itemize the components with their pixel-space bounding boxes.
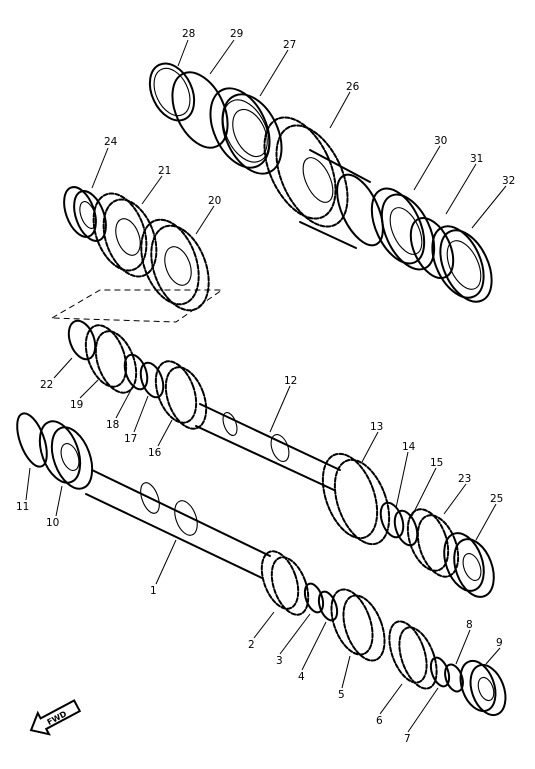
callout-2: 2 <box>248 639 255 651</box>
callout-5: 5 <box>338 689 345 701</box>
gear-23 <box>406 508 460 578</box>
callout-25: 25 <box>490 493 503 505</box>
callout-30: 30 <box>434 135 447 147</box>
callout-16: 16 <box>148 447 162 459</box>
callout-1: 1 <box>150 585 157 597</box>
washer-3 <box>303 582 325 614</box>
circlip-22 <box>67 319 97 361</box>
circlip-29 <box>171 71 229 149</box>
drive-axle-1 <box>85 469 271 579</box>
callout-23: 23 <box>458 473 471 485</box>
washer-14 <box>379 501 405 539</box>
gear-6 <box>388 620 438 690</box>
bushing-18 <box>123 353 149 391</box>
callout-28: 28 <box>182 28 195 40</box>
washer-17 <box>139 361 165 399</box>
callout-3: 3 <box>276 655 283 667</box>
gear-16 <box>154 360 208 430</box>
circlip-4 <box>317 590 339 622</box>
callout-4: 4 <box>298 671 305 683</box>
seal-32 <box>431 225 493 303</box>
circlip-11 <box>16 412 48 468</box>
bearing-30 <box>370 187 436 271</box>
bearing-10 <box>38 420 94 490</box>
circlip-15 <box>393 509 419 547</box>
callout-24: 24 <box>104 136 118 148</box>
gear-21 <box>92 192 158 278</box>
callout-19: 19 <box>70 399 83 411</box>
gear-2 <box>260 550 310 616</box>
front-direction-arrow-icon: FWD <box>29 699 82 736</box>
callout-26: 26 <box>346 81 360 93</box>
callout-20: 20 <box>208 195 221 207</box>
callout-8: 8 <box>466 619 473 631</box>
washer-7 <box>429 656 451 688</box>
callout-29: 29 <box>230 28 243 40</box>
leader-lines <box>25 39 507 733</box>
bearing-9 <box>459 659 507 717</box>
callout-14: 14 <box>402 441 416 453</box>
callout-6: 6 <box>376 715 383 727</box>
callout-31: 31 <box>470 153 483 165</box>
callout-17: 17 <box>124 433 137 445</box>
callout-15: 15 <box>430 457 443 469</box>
circlip-31 <box>409 217 455 279</box>
gear-26 <box>263 116 384 249</box>
callout-32: 32 <box>502 175 515 187</box>
callout-22: 22 <box>40 379 53 391</box>
callout-10: 10 <box>46 517 59 529</box>
bearing-24 <box>63 186 107 242</box>
main-axle-12 <box>195 403 341 491</box>
callout-18: 18 <box>106 419 119 431</box>
bearing-25 <box>443 532 495 598</box>
callout-numbers: 28 29 27 26 24 21 20 30 31 32 22 19 18 1… <box>16 28 515 745</box>
circlip-28 <box>148 62 196 122</box>
bearing-27 <box>209 87 283 175</box>
gear-19 <box>84 324 138 394</box>
gear-13 <box>321 452 391 546</box>
callout-9: 9 <box>496 637 503 649</box>
callout-11: 11 <box>16 501 29 513</box>
gear-5 <box>330 588 386 662</box>
callout-12: 12 <box>284 375 297 387</box>
callout-21: 21 <box>158 165 171 177</box>
callout-27: 27 <box>283 39 296 51</box>
callout-13: 13 <box>370 421 383 433</box>
callout-7: 7 <box>404 733 411 745</box>
group-dashed-outline <box>50 289 224 323</box>
